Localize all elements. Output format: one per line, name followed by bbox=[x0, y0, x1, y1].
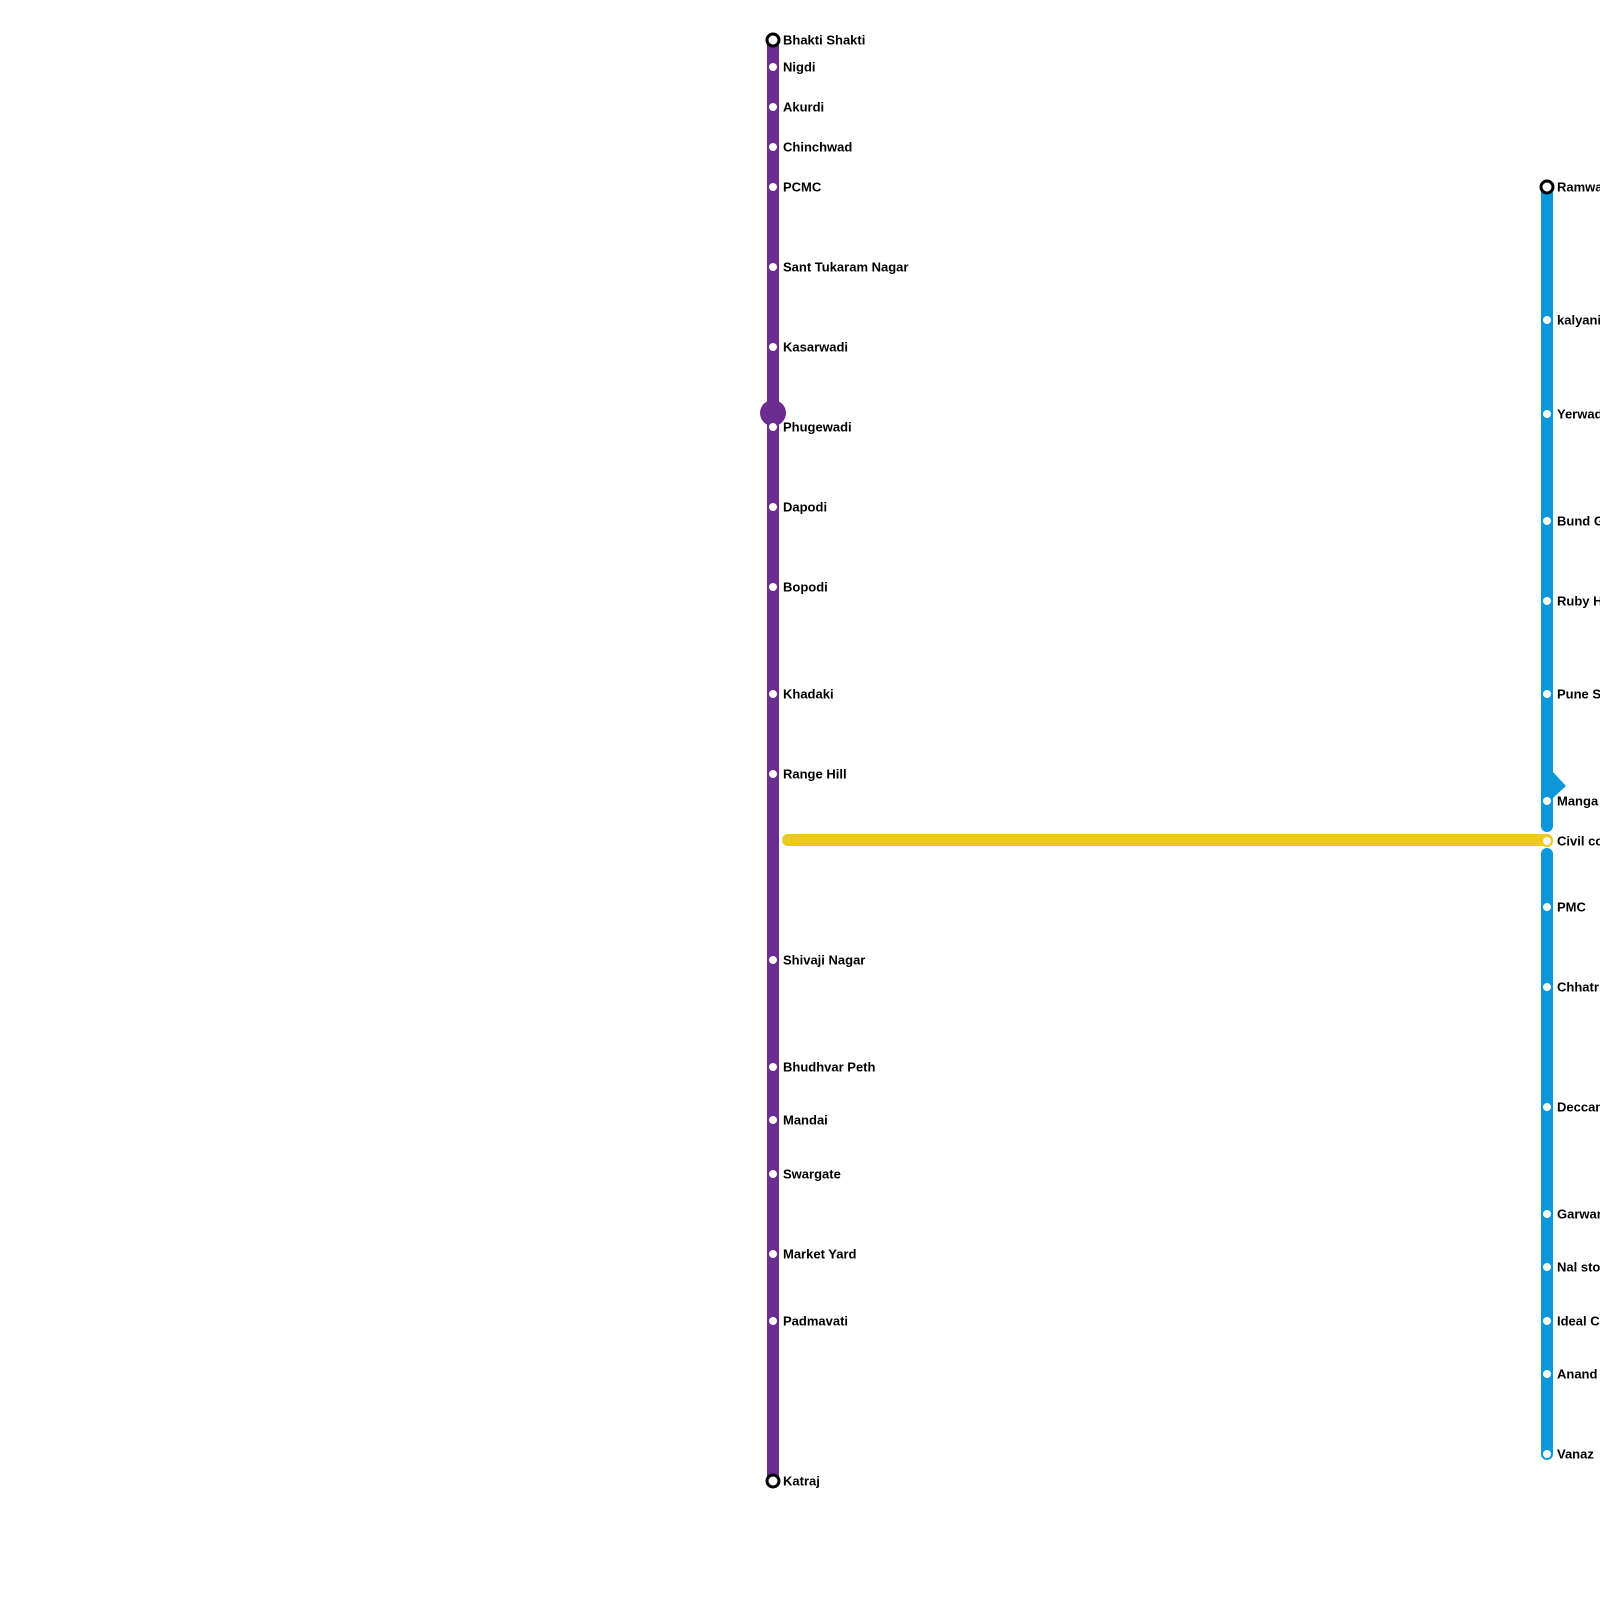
station-label-market-yard: Market Yard bbox=[783, 1246, 857, 1261]
station-label-mandai: Mandai bbox=[783, 1112, 828, 1127]
station-marker-nigdi bbox=[767, 61, 779, 73]
station-marker-kalyani bbox=[1541, 314, 1553, 326]
station-marker-bhakti-shakti bbox=[765, 32, 781, 48]
station-marker-phugewadi bbox=[767, 421, 779, 433]
station-label-deccan: Deccan bbox=[1557, 1099, 1600, 1114]
station-marker-ramwa bbox=[1539, 179, 1555, 195]
station-marker-pcmc bbox=[767, 181, 779, 193]
station-label-ideal-c: Ideal C bbox=[1557, 1313, 1600, 1328]
station-label-range-hill: Range Hill bbox=[783, 766, 847, 781]
station-marker-nal-sto bbox=[1541, 1261, 1553, 1273]
station-label-nal-sto: Nal sto bbox=[1557, 1259, 1600, 1274]
station-marker-khadaki bbox=[767, 688, 779, 700]
station-label-katraj: Katraj bbox=[783, 1473, 820, 1488]
station-label-civil-co: Civil co bbox=[1557, 833, 1600, 848]
station-marker-bund-g bbox=[1541, 515, 1553, 527]
station-marker-civil-co bbox=[1541, 835, 1553, 847]
station-marker-deccan bbox=[1541, 1101, 1553, 1113]
station-marker-ideal-c bbox=[1541, 1315, 1553, 1327]
station-label-pcmc: PCMC bbox=[783, 179, 822, 194]
station-marker-yerwad bbox=[1541, 408, 1553, 420]
station-marker-mandai bbox=[767, 1114, 779, 1126]
station-label-khadaki: Khadaki bbox=[783, 686, 834, 701]
station-marker-swargate bbox=[767, 1168, 779, 1180]
station-marker-pmc bbox=[1541, 901, 1553, 913]
station-label-swargate: Swargate bbox=[783, 1166, 841, 1181]
station-label-akurdi: Akurdi bbox=[783, 99, 824, 114]
station-label-bhudhvar-peth: Bhudhvar Peth bbox=[783, 1059, 876, 1074]
station-marker-range-hill bbox=[767, 768, 779, 780]
station-label-kalyani: kalyani bbox=[1557, 312, 1600, 327]
station-marker-dapodi bbox=[767, 501, 779, 513]
station-label-yerwad: Yerwad bbox=[1557, 406, 1600, 421]
station-label-padmavati: Padmavati bbox=[783, 1313, 848, 1328]
station-marker-padmavati bbox=[767, 1315, 779, 1327]
station-label-phugewadi: Phugewadi bbox=[783, 419, 852, 434]
station-label-ruby-h: Ruby H bbox=[1557, 593, 1600, 608]
station-marker-ruby-h bbox=[1541, 595, 1553, 607]
blue-branch-arrow-icon bbox=[1541, 772, 1566, 798]
station-marker-shivaji-nagar bbox=[767, 954, 779, 966]
purple-junction-dot bbox=[760, 400, 786, 426]
station-marker-garwar bbox=[1541, 1208, 1553, 1220]
station-label-garwar: Garwar bbox=[1557, 1206, 1600, 1221]
station-label-pmc: PMC bbox=[1557, 899, 1587, 914]
station-marker-anand bbox=[1541, 1368, 1553, 1380]
station-label-nigdi: Nigdi bbox=[783, 59, 816, 74]
station-label-pune-s: Pune S bbox=[1557, 686, 1600, 701]
station-marker-pune-s bbox=[1541, 688, 1553, 700]
station-label-ramwa: Ramwa bbox=[1557, 179, 1600, 194]
station-marker-kasarwadi bbox=[767, 341, 779, 353]
station-marker-chinchwad bbox=[767, 141, 779, 153]
station-label-chinchwad: Chinchwad bbox=[783, 139, 852, 154]
station-marker-sant-tukaram-nagar bbox=[767, 261, 779, 273]
station-label-chhatr: Chhatr bbox=[1557, 979, 1599, 994]
station-marker-chhatr bbox=[1541, 981, 1553, 993]
station-label-anand: Anand bbox=[1557, 1366, 1598, 1381]
station-label-bhakti-shakti: Bhakti Shakti bbox=[783, 32, 865, 47]
station-label-vanaz: Vanaz bbox=[1557, 1446, 1594, 1461]
station-label-kasarwadi: Kasarwadi bbox=[783, 339, 848, 354]
station-marker-bhudhvar-peth bbox=[767, 1061, 779, 1073]
station-marker-vanaz bbox=[1541, 1448, 1553, 1460]
station-label-sant-tukaram-nagar: Sant Tukaram Nagar bbox=[783, 259, 908, 274]
station-label-shivaji-nagar: Shivaji Nagar bbox=[783, 952, 865, 967]
station-marker-katraj bbox=[765, 1473, 781, 1489]
station-marker-bopodi bbox=[767, 581, 779, 593]
station-label-dapodi: Dapodi bbox=[783, 499, 827, 514]
station-label-manga: Manga bbox=[1557, 793, 1599, 808]
station-marker-market-yard bbox=[767, 1248, 779, 1260]
station-marker-manga bbox=[1541, 795, 1553, 807]
station-marker-akurdi bbox=[767, 101, 779, 113]
station-label-bund-g: Bund G bbox=[1557, 513, 1600, 528]
station-label-bopodi: Bopodi bbox=[783, 579, 828, 594]
